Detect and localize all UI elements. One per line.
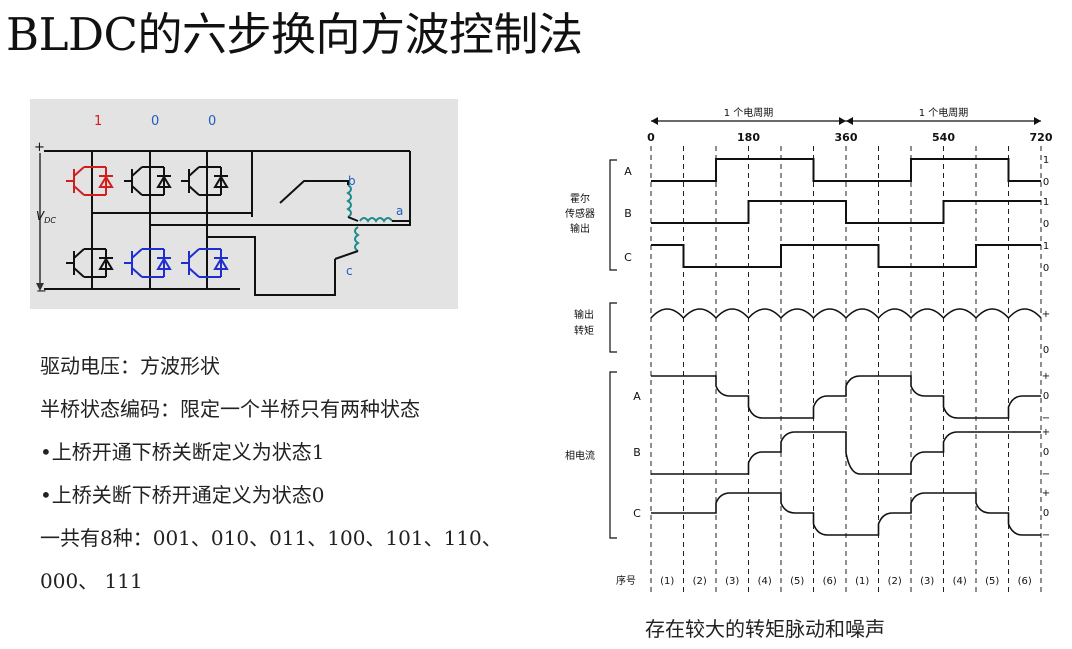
current-level-zero-b: 0 <box>1043 447 1049 458</box>
step-label-12: (6) <box>1018 576 1032 587</box>
state-label-3: 0 <box>208 114 216 129</box>
current-level-plus-b: + <box>1042 427 1050 438</box>
torque-level-zero: 0 <box>1043 345 1049 356</box>
note-combinations: 一共有8种：001、010、011、100、101、110、 <box>40 526 502 550</box>
angle-label-720: 720 <box>1030 131 1053 144</box>
hall-phase-c-label: C <box>624 251 632 264</box>
angle-label-360: 360 <box>835 131 858 144</box>
vdc-label: VDC <box>36 209 56 225</box>
current-level-plus-a: + <box>1042 371 1050 382</box>
hall-signal-b <box>651 200 1041 224</box>
current-level-minus-b: − <box>1042 469 1050 480</box>
step-label-2: (2) <box>693 576 707 587</box>
current-level-plus-c: + <box>1042 488 1050 499</box>
angle-label-0: 0 <box>647 131 655 144</box>
hall-level-1-a: 1 <box>1043 155 1049 166</box>
motor-windings <box>346 184 393 252</box>
phase-current-c <box>651 492 1041 536</box>
torque-group-bracket <box>609 302 617 353</box>
current-group-label: 相电流 <box>565 449 595 462</box>
step-label-9: (3) <box>920 576 934 587</box>
current-level-zero-a: 0 <box>1043 391 1049 402</box>
note-combinations-cont: 000、 111 <box>40 569 143 593</box>
period-label-1: 1 个电周期 <box>724 106 774 119</box>
current-group-bracket <box>609 371 617 539</box>
hall-level-0-b: 0 <box>1043 219 1049 230</box>
hall-signal-c <box>651 244 1041 268</box>
page-title: BLDC的六步换向方波控制法 <box>6 8 583 61</box>
state-label-2: 0 <box>151 114 159 129</box>
plus-terminal: + <box>34 140 45 155</box>
winding-label-a: a <box>396 204 403 218</box>
hall-phase-b-label: B <box>624 207 632 220</box>
step-label-6: (6) <box>823 576 837 587</box>
inverter-circuit-diagram: 1 0 0 + − VDC <box>30 99 458 309</box>
minus-terminal: − <box>36 284 47 299</box>
note-drive-voltage: 驱动电压：方波形状 <box>40 354 220 378</box>
switch-upper-3 <box>181 166 229 196</box>
phase-current-a <box>651 375 1041 419</box>
step-label-11: (5) <box>985 576 999 587</box>
angle-label-540: 540 <box>932 131 955 144</box>
step-label-7: (1) <box>855 576 869 587</box>
hall-group-label-1: 传感器 <box>565 207 595 220</box>
phase-current-b <box>651 431 1041 475</box>
sequence-label: 序号 <box>616 574 636 587</box>
current-phase-a-label: A <box>633 390 641 403</box>
hall-level-1-c: 1 <box>1043 241 1049 252</box>
hall-signal-a <box>651 158 1041 182</box>
step-label-4: (4) <box>758 576 772 587</box>
torque-group-label-0: 输出 <box>574 308 594 321</box>
hall-phase-a-label: A <box>624 165 632 178</box>
step-label-5: (5) <box>790 576 804 587</box>
step-label-1: (1) <box>660 576 674 587</box>
torque-ripple-caption: 存在较大的转矩脉动和噪声 <box>645 617 885 641</box>
torque-ripple-curve <box>650 308 1042 320</box>
hall-group-label-0: 霍尔 <box>570 192 590 205</box>
current-phase-b-label: B <box>633 446 641 459</box>
switch-lower-2 <box>124 248 172 278</box>
current-level-zero-c: 0 <box>1043 508 1049 519</box>
note-state-0: •上桥关断下桥开通定义为状态0 <box>40 483 325 507</box>
winding-label-c: c <box>346 264 353 278</box>
current-level-minus-c: − <box>1042 530 1050 541</box>
current-phase-c-label: C <box>633 507 641 520</box>
hall-level-1-b: 1 <box>1043 197 1049 208</box>
torque-level-plus: + <box>1042 309 1050 320</box>
step-label-8: (2) <box>888 576 902 587</box>
angle-label-180: 180 <box>737 131 760 144</box>
notes-block: 驱动电压：方波形状 半桥状态编码：限定一个半桥只有两种状态 •上桥开通下桥关断定… <box>40 345 502 603</box>
note-state-1: •上桥开通下桥关断定义为状态1 <box>40 440 325 464</box>
winding-label-b: b <box>348 174 356 188</box>
hall-level-0-a: 0 <box>1043 177 1049 188</box>
hall-group-bracket <box>609 159 617 271</box>
step-label-10: (4) <box>953 576 967 587</box>
torque-group-label-1: 转矩 <box>574 324 594 337</box>
switch-lower-1 <box>66 248 114 278</box>
switch-upper-2 <box>124 166 172 196</box>
note-state-encoding: 半桥状态编码：限定一个半桥只有两种状态 <box>40 397 420 421</box>
switch-upper-1 <box>66 166 114 196</box>
hall-group-label-2: 输出 <box>570 222 590 235</box>
current-level-minus-a: − <box>1042 413 1050 424</box>
state-label-1: 1 <box>94 114 102 129</box>
circuit-background <box>30 99 458 309</box>
period-label-2: 1 个电周期 <box>919 106 969 119</box>
step-label-3: (3) <box>725 576 739 587</box>
switch-lower-3 <box>181 248 229 278</box>
hall-level-0-c: 0 <box>1043 263 1049 274</box>
